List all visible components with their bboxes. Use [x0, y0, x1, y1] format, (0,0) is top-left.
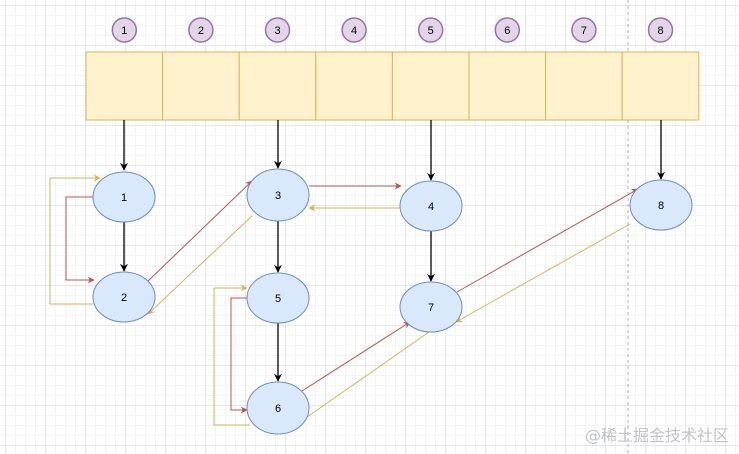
node-label-6: 6	[275, 403, 281, 415]
edge-yellow-node3-node2	[147, 215, 253, 315]
node-3	[246, 168, 310, 222]
edges	[49, 120, 665, 426]
index-label-2: 2	[198, 25, 204, 37]
node-label-8: 8	[658, 200, 664, 212]
array-cell-8	[621, 51, 700, 121]
array-cell-4	[315, 51, 393, 121]
array-cell-5	[391, 51, 470, 121]
node-label-3: 3	[275, 190, 281, 202]
array-cell-7	[545, 51, 623, 121]
edge-yellow-node6-node5	[213, 284, 250, 426]
index-label-4: 4	[351, 25, 357, 37]
watermark: @稀土掘金技术社区	[584, 426, 729, 445]
index-circle-4	[341, 17, 367, 43]
index-label-6: 6	[504, 25, 510, 37]
index-label-7: 7	[581, 25, 587, 37]
index-circle-7	[571, 17, 597, 43]
node-8	[629, 179, 693, 231]
array-cell-6	[468, 51, 547, 121]
array-cell-1	[85, 51, 164, 121]
node-5	[246, 272, 310, 324]
edge-red-node1-node2	[65, 196, 95, 284]
edge-yellow-node2-node1	[49, 174, 101, 305]
node-label-7: 7	[428, 302, 434, 314]
index-circle-1	[111, 17, 138, 43]
edge-red-node6-node7	[301, 321, 411, 392]
index-circle-5	[417, 17, 444, 43]
node-label-1: 1	[121, 192, 127, 204]
edge-yellow-node7-node6	[296, 331, 430, 425]
index-label-1: 1	[121, 25, 127, 37]
list-nodes: 1 2 3 4 5 6 7 8	[92, 168, 693, 435]
node-label-5: 5	[275, 293, 281, 305]
edge-red-node7-node8	[456, 188, 639, 293]
index-circles: 1 2 3 4 5 6 7 8	[111, 17, 674, 43]
node-1	[92, 171, 156, 223]
edge-red-node2-node3	[146, 180, 253, 283]
index-circle-3	[264, 17, 291, 43]
node-4	[399, 180, 463, 232]
node-6	[246, 381, 310, 435]
edge-red-node5-node6	[230, 297, 248, 414]
hash-array	[85, 51, 700, 121]
array-cell-2	[162, 51, 240, 121]
index-circle-8	[647, 17, 674, 43]
node-7	[399, 281, 463, 333]
node-label-4: 4	[428, 201, 434, 213]
node-2	[92, 271, 156, 323]
index-circle-2	[188, 17, 214, 43]
array-cell-3	[238, 51, 317, 121]
index-circle-6	[494, 17, 521, 43]
index-label-8: 8	[657, 25, 663, 37]
edge-yellow-node8-node7	[455, 223, 631, 323]
node-label-2: 2	[121, 292, 127, 304]
index-label-3: 3	[274, 25, 280, 37]
index-label-5: 5	[428, 25, 434, 37]
